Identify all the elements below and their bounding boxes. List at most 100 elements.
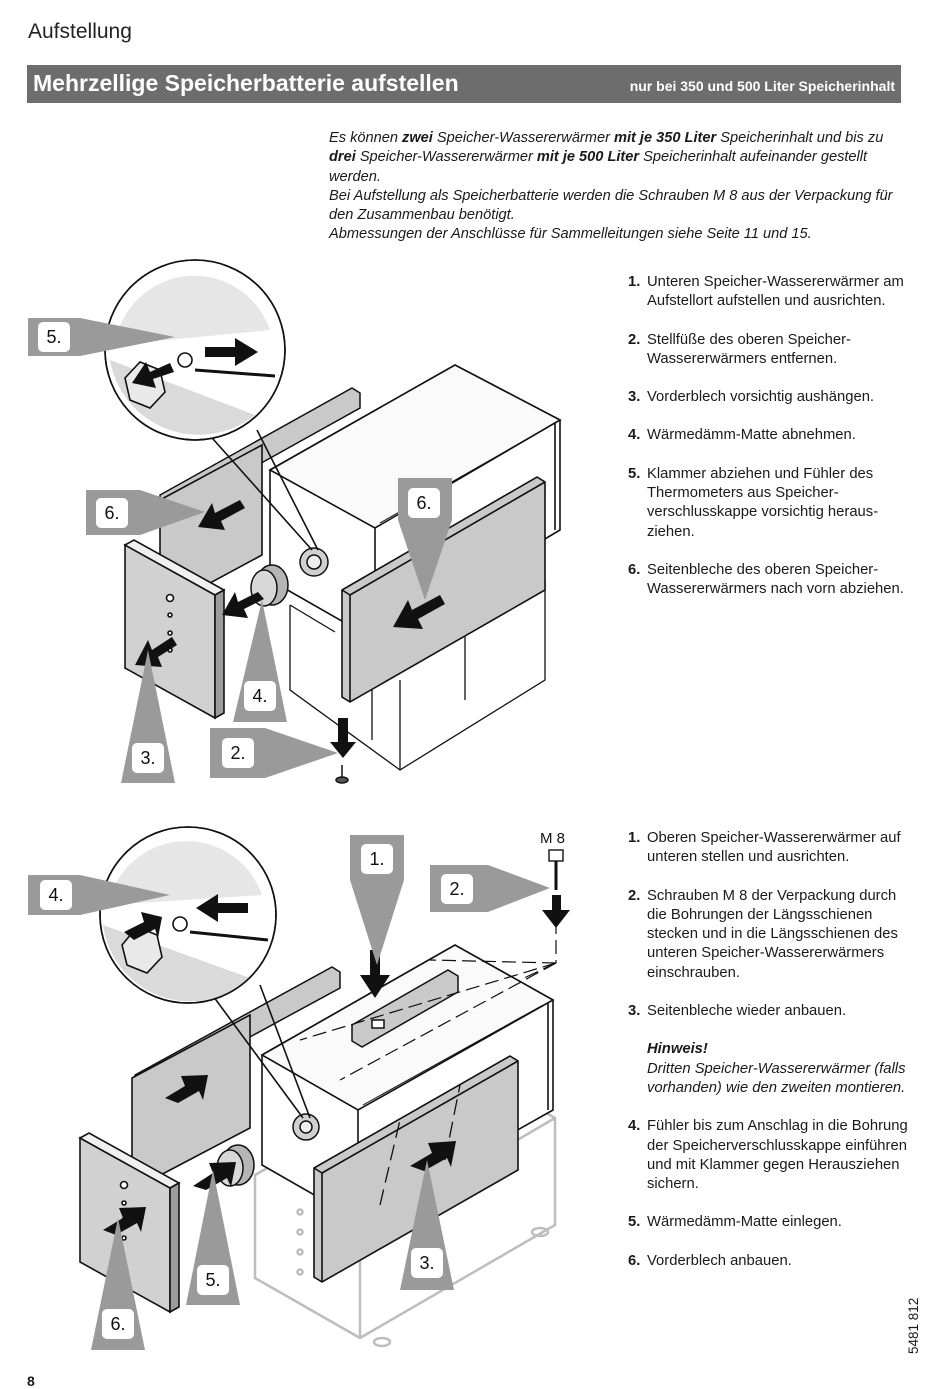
step-text: Vorderblech vorsichtig aushängen. <box>647 389 875 406</box>
step-text: Wärmedämm-Matte abnehmen. <box>647 427 856 444</box>
step-number: 1. <box>628 274 641 290</box>
step-text: Wärmedämm-Matte einlegen. <box>647 1214 842 1231</box>
arrow-icon <box>393 595 445 629</box>
arrow-icon <box>165 1075 208 1103</box>
arrow-icon <box>196 894 248 922</box>
list-item: 4. Wärmedämm-Matte abnehmen. <box>628 426 908 445</box>
step-number: 3. <box>628 389 641 406</box>
arrow-icon <box>410 1141 456 1171</box>
motion-arrows <box>132 338 445 758</box>
note-heading: Hinweis! <box>647 1041 708 1058</box>
page-number: 8 <box>27 1373 35 1389</box>
section-label: Aufstellung <box>28 20 132 43</box>
callout-label: 4. <box>252 686 267 706</box>
figure-disassembly: 5. 6. 6. 4. 3. 2. <box>28 259 562 784</box>
step-text: Fühler bis zum Anschlag in die Bohrung d… <box>647 1118 908 1193</box>
step-text: Seitenbleche des oberen Speicher-Wassere… <box>647 561 904 598</box>
callout-label: 4. <box>48 885 63 905</box>
figure-assembly: M 8 1. 2. 4. 5. 6. 3. <box>28 826 570 1350</box>
screw-label: M 8 <box>540 830 565 847</box>
callout-label: 6. <box>104 503 119 523</box>
arrow-icon <box>103 1207 146 1235</box>
document-number: 5481 812 <box>906 1297 921 1354</box>
step-number: 5. <box>628 465 641 482</box>
intro-emphasis: mit je 350 Liter <box>613 130 717 146</box>
detail-magnifier <box>99 826 311 1119</box>
arrow-icon <box>193 1162 236 1190</box>
step-number: 6. <box>628 1252 641 1269</box>
list-item: 6. Seitenbleche des oberen Speicher-Wasse… <box>628 561 908 600</box>
adjustable-foot <box>335 765 349 784</box>
intro-text-part: Speicher-Wassererwärmer <box>432 130 614 146</box>
arrow-icon <box>205 338 258 366</box>
step-number: 3. <box>628 1003 641 1020</box>
page-title: Mehrzellige Speicherbatterie aufstellen <box>33 70 459 96</box>
callout-label: 2. <box>449 879 464 899</box>
arrow-icon <box>222 592 264 618</box>
arrow-icon <box>360 950 390 998</box>
callouts-figure-2: 1. 2. 4. 5. 6. 3. <box>28 835 550 1350</box>
thermometer-cap <box>292 1113 320 1141</box>
motion-arrows <box>103 894 570 1235</box>
intro-text-part: Speicherinhalt aufeinander gestellt werd… <box>329 149 868 185</box>
list-item: 2.Schrauben M 8 der Verpackung durch die… <box>628 887 908 983</box>
intro-text-part: Speicherinhalt und bis zu <box>716 130 884 146</box>
intro-emphasis: mit je 500 Liter <box>536 149 640 166</box>
intro-text: Es können zwei Speicher-Wassererwärmer m… <box>329 129 907 245</box>
right-side-panel <box>341 476 546 703</box>
step-number: 4. <box>628 1118 641 1135</box>
callout-label: 6. <box>110 1314 125 1334</box>
note-box: Hinweis! Dritten Speicher-Wassererwärmer… <box>628 1040 908 1098</box>
intro-paragraph-2: Bei Aufstellung als Speicherbatterie wer… <box>329 187 893 224</box>
upper-unit <box>260 944 555 1221</box>
step-text: Klammer abziehen und Fühler des Thermome… <box>647 465 879 540</box>
list-item: 5. Wärmedämm-Matte einlegen. <box>628 1213 908 1232</box>
step-text: Vorderblech anbauen. <box>647 1252 792 1269</box>
list-item: 4. Fühler bis zum Anschlag in die Bohrung… <box>628 1117 908 1194</box>
list-item: 3.Seitenbleche wieder anbauen. <box>628 1002 908 1021</box>
arrow-icon <box>542 895 570 928</box>
list-item: 5. Klammer abziehen und Fühler des Thermo… <box>628 465 908 542</box>
step-text: Stellfüße des oberen Speicher-Wassererwä… <box>647 331 851 367</box>
callout-label: 5. <box>46 327 61 347</box>
list-item: 1. Oberen Speicher-Wassererwärmer auf unt… <box>628 829 908 868</box>
title-bar: Mehrzellige Speicherbatterie aufstellen … <box>27 65 901 103</box>
step-number: 4. <box>628 427 641 444</box>
screw-m8 <box>548 849 564 890</box>
arrow-icon <box>135 637 177 667</box>
intro-paragraph-1: Es können zwei Speicher-Wassererwärmer m… <box>329 129 907 187</box>
step-text: Schrauben M 8 der Verpackung durch die B… <box>647 887 898 981</box>
intro-text-part: Speicher-Wassererwärmer <box>355 149 537 166</box>
intro-text-part: Es können <box>329 130 403 146</box>
callout-label: 3. <box>140 748 155 768</box>
rear-side-panel <box>131 1013 251 1192</box>
callout-label: 5. <box>205 1270 220 1290</box>
right-side-panel <box>313 1055 519 1283</box>
step-number: 5. <box>628 1214 641 1231</box>
step-number: 2. <box>628 331 641 348</box>
arrow-icon <box>330 718 356 758</box>
arrow-icon <box>132 362 174 388</box>
callout-label: 6. <box>416 493 431 513</box>
detail-magnifier <box>104 259 319 551</box>
thermometer-cap <box>299 547 329 577</box>
arrow-icon <box>198 500 245 530</box>
list-item: 6. Vorderblech anbauen. <box>628 1252 908 1271</box>
steps-list-assembly: 1. Oberen Speicher-Wassererwärmer auf unt… <box>628 829 908 1271</box>
callout-label: 3. <box>419 1253 434 1273</box>
intro-paragraph-3: Abmessungen der Anschlüsse für Sammellei… <box>329 226 812 243</box>
list-item: 2. Stellfüße des oberen Speicher-Wasserer… <box>628 331 908 370</box>
callouts-figure-1: 5. 6. 6. 4. 3. 2. <box>28 318 452 783</box>
step-text: Oberen Speicher-Wassererwärmer auf unter… <box>647 830 901 866</box>
title-note: nur bei 350 und 500 Liter Speicherinhalt <box>629 78 895 94</box>
callout-label: 2. <box>230 743 245 763</box>
callout-label: 1. <box>369 849 384 869</box>
list-item: 3. Vorderblech vorsichtig aushängen. <box>628 388 908 407</box>
step-text: Unteren Speicher-Wassererwärmer am Aufst… <box>647 274 904 310</box>
step-number: 1. <box>628 830 641 846</box>
intro-emphasis: zwei <box>402 130 433 146</box>
steps-list-disassembly: 1. Unteren Speicher-Wassererwärmer am Auf… <box>628 273 908 600</box>
step-number: 6. <box>628 561 641 578</box>
note-text: Dritten Speicher-Wassererwärmer (falls v… <box>647 1060 906 1096</box>
intro-emphasis: drei <box>329 149 356 166</box>
